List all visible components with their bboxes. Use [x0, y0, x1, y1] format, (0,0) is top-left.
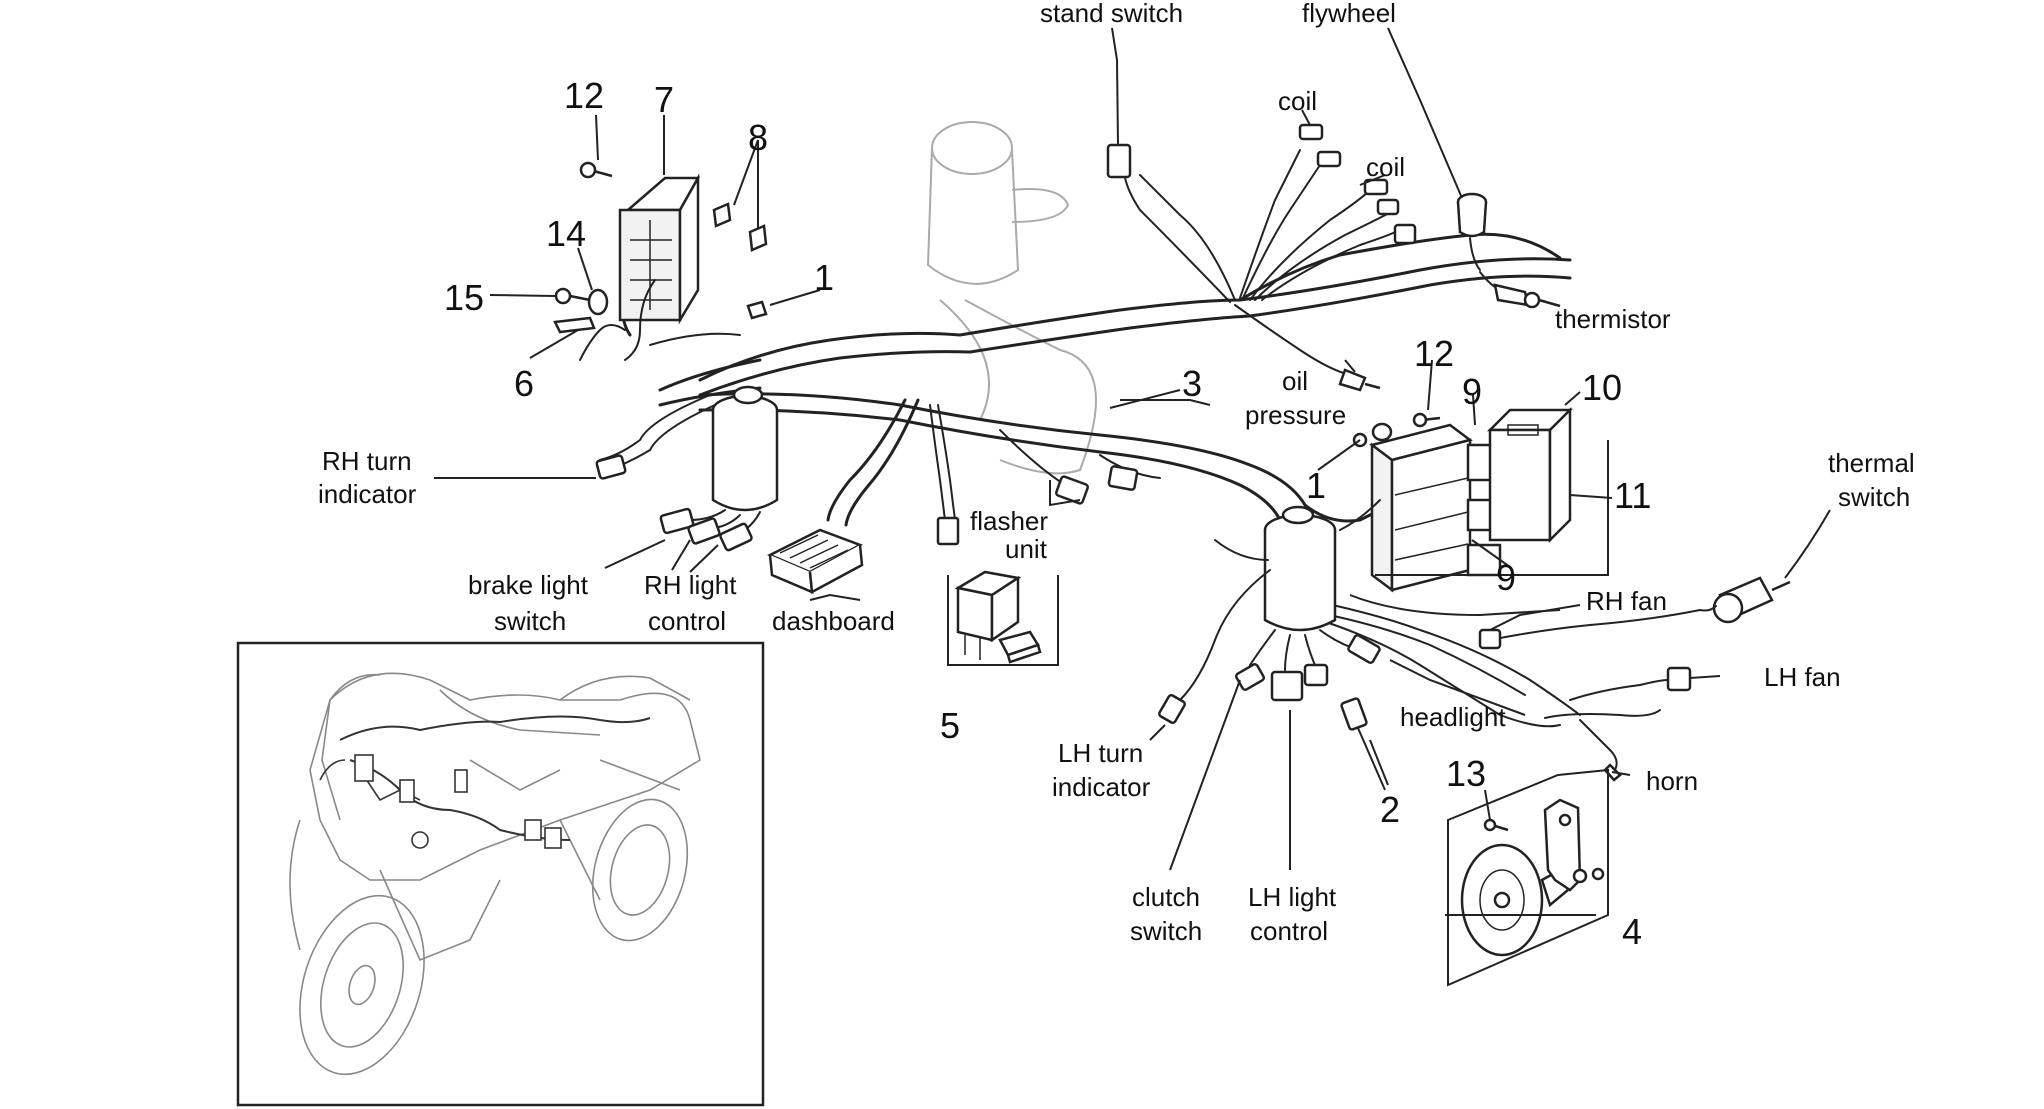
left-connector-boot	[659, 385, 779, 552]
label-flasher-2: unit	[1005, 534, 1048, 564]
label-lh-light-1: LH light	[1248, 882, 1337, 912]
label-coil-2: coil	[1366, 152, 1405, 182]
inset-motorcycle-view	[236, 641, 765, 1107]
label-oil-pressure-1: oil	[1282, 366, 1308, 396]
part-number-2: 2	[1380, 789, 1400, 830]
label-lh-fan: LH fan	[1764, 662, 1841, 692]
label-flywheel: flywheel	[1302, 0, 1396, 28]
label-rh-turn-1: RH turn	[322, 446, 412, 476]
part-number-10: 10	[1582, 367, 1622, 408]
dashboard-connector-icon	[767, 528, 864, 594]
label-thermal-switch-2: switch	[1838, 482, 1910, 512]
right-connector-boot	[1179, 505, 1361, 701]
washer-icon	[587, 288, 609, 316]
motorcycle-sketch-icon	[289, 672, 701, 1076]
oil-pressure-sensor-icon	[1338, 368, 1381, 392]
thermistor-icon	[1493, 283, 1561, 309]
label-thermistor: thermistor	[1555, 304, 1671, 334]
part-number-9-bottom: 9	[1496, 557, 1516, 598]
part-number-12-right: 12	[1414, 333, 1454, 374]
horn-screw-icon	[1483, 818, 1497, 832]
label-lh-light-2: control	[1250, 916, 1328, 946]
voltage-regulator-icon	[1339, 423, 1502, 593]
flasher-unit-icon	[954, 570, 1042, 664]
rh-turn-connector-icon	[595, 454, 627, 480]
bracket-11	[1375, 440, 1609, 576]
label-rh-turn-2: indicator	[318, 479, 417, 509]
fuse-box-icon	[618, 173, 701, 361]
part-number-7: 7	[654, 79, 674, 120]
part-number-8: 8	[748, 117, 768, 158]
part-number-15: 15	[444, 277, 484, 318]
label-lh-turn-1: LH turn	[1058, 738, 1143, 768]
lh-fan-connector-icon	[1666, 666, 1692, 692]
label-lh-turn-2: indicator	[1052, 772, 1151, 802]
horn-icon	[1460, 798, 1605, 957]
connectors	[595, 123, 1791, 782]
part-number-13: 13	[1446, 753, 1486, 794]
label-rh-light-1: RH light	[644, 570, 737, 600]
part-number-3: 3	[1182, 363, 1202, 404]
label-thermal-switch-1: thermal	[1828, 448, 1915, 478]
flasher-connector-icon	[936, 516, 960, 546]
label-headlight: headlight	[1400, 702, 1506, 732]
label-brake-light-2: switch	[494, 606, 566, 636]
label-dashboard: dashboard	[772, 606, 895, 636]
part-number-14: 14	[546, 213, 586, 254]
part-number-9-top: 9	[1462, 371, 1482, 412]
regulator-module-icon	[1486, 406, 1574, 544]
thermal-switch-icon	[1699, 576, 1791, 624]
ignition-switch-ghost	[926, 121, 1097, 475]
part-number-1-right: 1	[1306, 465, 1326, 506]
label-flasher-1: flasher	[970, 506, 1048, 536]
label-clutch-1: clutch	[1132, 882, 1200, 912]
part-number-1-top: 1	[814, 257, 834, 298]
label-rh-fan: RH fan	[1586, 586, 1667, 616]
callout-labels: stand switch flywheel coil coil thermist…	[318, 0, 1915, 946]
fuses-icon	[712, 202, 768, 252]
label-rh-light-2: control	[648, 606, 726, 636]
part-number-11: 11	[1614, 475, 1651, 516]
label-stand-switch: stand switch	[1040, 0, 1183, 28]
part-number-12: 12	[564, 75, 604, 116]
lh-turn-connector-icon	[1158, 693, 1186, 725]
flywheel-connector-icon	[1456, 192, 1488, 271]
bracket-5	[947, 575, 1059, 666]
stand-switch-connector-icon	[1106, 143, 1132, 179]
label-brake-light-1: brake light	[468, 570, 589, 600]
label-coil-1: coil	[1278, 86, 1317, 116]
part-number-5: 5	[940, 705, 960, 746]
headlight-connector-icon	[1340, 697, 1368, 731]
bracket-4	[1447, 768, 1609, 987]
part-number-labels: 12 7 8 14 15 1 6 3 12 9 10 1 11 9 5 13 2…	[444, 75, 1651, 952]
coil-connector-icon	[1298, 123, 1324, 141]
leader-lines	[434, 27, 1831, 916]
part-number-6: 6	[514, 363, 534, 404]
part-number-4: 4	[1622, 911, 1642, 952]
label-oil-pressure-2: pressure	[1245, 400, 1346, 430]
label-horn: horn	[1646, 766, 1698, 796]
label-clutch-2: switch	[1130, 916, 1202, 946]
screw-icon	[579, 161, 597, 179]
